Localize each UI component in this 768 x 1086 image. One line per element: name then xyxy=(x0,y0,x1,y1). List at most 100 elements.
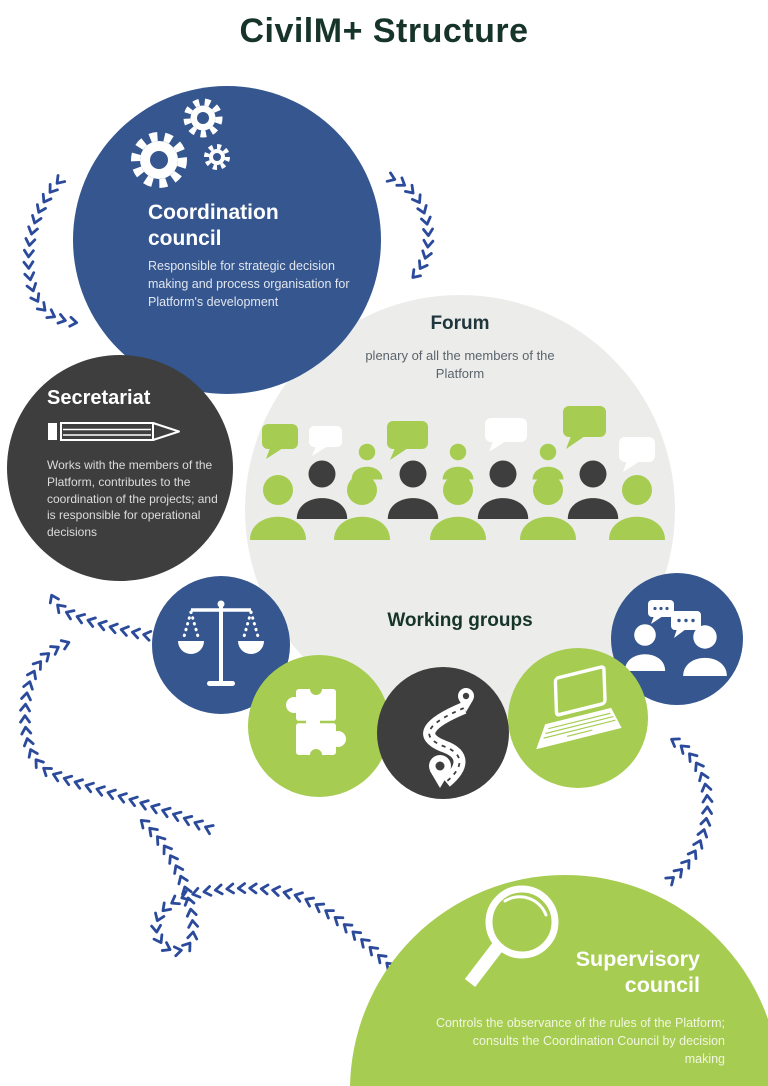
chevron-dash-icon xyxy=(421,249,433,260)
chevron-dash-icon xyxy=(185,907,198,918)
person-icon xyxy=(683,625,727,676)
chevron-dash-icon xyxy=(701,794,714,804)
chevron-dash-icon xyxy=(183,896,196,907)
scales-icon xyxy=(178,600,264,686)
chevron-dash-icon xyxy=(22,248,35,259)
chevron-dash-icon xyxy=(422,227,434,237)
chevron-dash-icon xyxy=(24,237,37,247)
chevron-dash-icon xyxy=(48,593,60,605)
trail-path-supervisory-right xyxy=(668,739,707,882)
chevron-dash-icon xyxy=(225,882,235,895)
chevron-dash-icon xyxy=(42,766,53,778)
chevron-dash-icon xyxy=(86,616,97,628)
supervisory-council-dome: Supervisory council Controls the observa… xyxy=(350,875,768,1086)
chevron-dash-icon xyxy=(29,292,41,303)
puzzle-icon xyxy=(286,683,346,761)
chevron-dash-icon xyxy=(395,176,407,187)
chevron-dash-icon xyxy=(27,748,39,759)
speech-bubble-icon xyxy=(262,424,298,459)
speech-bubble-icon xyxy=(619,437,655,472)
chevron-dash-icon xyxy=(23,271,36,282)
person-icon xyxy=(477,460,529,519)
magnifier-icon xyxy=(464,885,559,987)
discussion-icon xyxy=(624,600,727,676)
supervisory-title-line2: council xyxy=(624,972,700,997)
chevron-dash-icon xyxy=(686,849,698,861)
chevron-dash-icon xyxy=(119,625,130,637)
chevron-dash-icon xyxy=(182,814,194,827)
chevron-dash-icon xyxy=(173,864,185,875)
working-groups-title: Working groups xyxy=(387,610,533,631)
chevron-dash-icon xyxy=(73,778,84,790)
supervisory-council-title: Supervisory council xyxy=(470,947,700,999)
person-icon xyxy=(430,475,486,540)
chevron-dash-icon xyxy=(664,876,675,887)
chevron-dash-icon xyxy=(193,819,204,831)
person-icon xyxy=(520,475,576,540)
chevron-dash-icon xyxy=(97,619,108,632)
chevron-dash-icon xyxy=(35,301,47,312)
chevron-dash-icon xyxy=(670,737,681,748)
coordination-council-description: Responsible for strategic decision makin… xyxy=(148,259,350,309)
chevron-dash-icon xyxy=(698,771,710,783)
chevron-dash-icon xyxy=(59,639,71,651)
person-icon xyxy=(387,460,439,519)
secretariat-circle: Secretariat Works with the members of th… xyxy=(7,355,233,581)
chevron-dash-icon xyxy=(168,854,179,865)
chevron-dash-icon xyxy=(248,882,258,895)
chevron-dash-icon xyxy=(259,883,270,896)
chevron-dash-icon xyxy=(333,916,345,927)
chevron-dash-icon xyxy=(679,744,691,755)
chevron-dash-icon xyxy=(27,225,39,236)
speech-bubble-icon xyxy=(309,426,342,456)
chevron-dash-icon xyxy=(177,874,189,886)
chevron-dash-icon xyxy=(271,885,282,897)
chevron-dash-icon xyxy=(49,645,60,656)
chevron-dash-icon xyxy=(213,883,224,896)
chevron-dash-icon xyxy=(418,259,429,270)
chevron-dash-icon xyxy=(161,806,172,819)
chevron-dash-icon xyxy=(360,938,371,949)
chevron-dash-icon xyxy=(181,885,193,896)
chevron-dash-icon xyxy=(368,945,380,957)
chevron-dash-icon xyxy=(31,214,43,225)
secretariat-title: Secretariat xyxy=(47,387,151,409)
chevron-dash-icon xyxy=(688,752,699,763)
person-icon xyxy=(532,443,564,480)
map-pin-icon xyxy=(429,755,451,788)
chevron-dash-icon xyxy=(420,215,432,226)
forum-description: plenary of all the members of the Platfo… xyxy=(365,348,555,381)
chevron-dash-icon xyxy=(694,761,705,773)
chevron-dash-icon xyxy=(376,953,388,965)
chevron-dash-icon xyxy=(404,183,415,195)
chevron-dash-icon xyxy=(20,691,32,702)
coordination-title-line1: Coordination xyxy=(148,201,279,224)
chevron-dash-icon xyxy=(130,627,141,640)
audience-crowd-icon xyxy=(250,406,665,540)
forum-title: Forum xyxy=(430,313,490,334)
chevron-dash-icon xyxy=(385,171,397,183)
chevron-dash-icon xyxy=(128,795,139,808)
chevron-dash-icon xyxy=(95,785,106,797)
working-group-discussion-circle xyxy=(611,573,743,705)
chevron-dash-icon xyxy=(160,941,172,952)
chevron-dash-icon xyxy=(84,781,95,794)
chevron-dash-icon xyxy=(342,923,354,934)
map-pin-icon xyxy=(458,688,474,712)
chevron-dash-icon xyxy=(351,930,363,941)
chevron-dash-icon xyxy=(680,859,691,870)
speech-bubble-icon xyxy=(485,418,527,452)
laptop-icon xyxy=(536,665,622,750)
chevron-dash-icon xyxy=(52,771,63,783)
chevron-dash-icon xyxy=(416,204,428,215)
chevron-dash-icon xyxy=(204,824,215,836)
chevron-dash-icon xyxy=(186,930,199,941)
chevron-dash-icon xyxy=(170,894,181,906)
chevron-dash-icon xyxy=(181,941,192,953)
trail-path-coordination-left xyxy=(28,178,80,323)
chevron-dash-icon xyxy=(411,268,422,279)
chevron-dash-icon xyxy=(324,909,335,920)
chevron-dash-icon xyxy=(152,933,164,945)
trail-path-workinggroups-secretariat xyxy=(52,596,162,638)
